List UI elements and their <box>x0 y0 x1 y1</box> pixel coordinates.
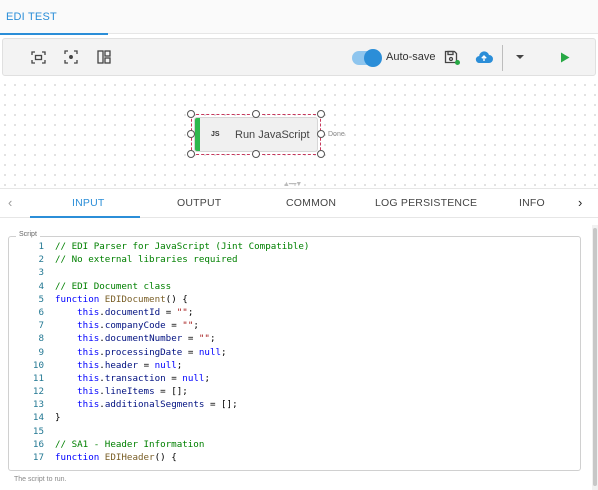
save-icon[interactable] <box>442 48 460 66</box>
tab-edi-test[interactable]: EDI TEST <box>0 0 108 35</box>
code-line: 7 this.companyCode = ""; <box>12 319 577 332</box>
run-icon[interactable] <box>556 48 574 66</box>
code-text: this.header = null; <box>77 359 183 371</box>
line-number: 4 <box>38 280 44 292</box>
autosave-label: Auto-save <box>386 51 436 63</box>
code-text: } <box>55 412 61 424</box>
line-number: 1 <box>38 241 44 252</box>
resize-handle-bottom-left[interactable] <box>187 150 195 158</box>
layout-icon[interactable] <box>95 48 113 66</box>
script-field-hint: The script to run. <box>14 476 67 483</box>
resize-handle-left[interactable] <box>187 130 195 138</box>
code-text: // EDI Document class <box>55 280 172 292</box>
code-text: function EDIDocument() { <box>55 293 188 305</box>
code-line: 10 this.header = null; <box>12 359 577 372</box>
node-status-bar <box>195 118 200 151</box>
toolbar-divider <box>502 45 503 71</box>
chevron-down-icon[interactable] <box>511 48 529 66</box>
code-text: // SA1 - Header Information <box>55 438 205 450</box>
code-text: this.documentNumber = ""; <box>77 333 216 345</box>
saved-status-dot <box>455 60 460 65</box>
code-line: 12 this.lineItems = []; <box>12 385 577 398</box>
line-number: 8 <box>38 333 44 345</box>
autosave-toggle[interactable] <box>352 49 382 67</box>
chevron-right-icon[interactable]: › <box>578 195 583 210</box>
tab-common[interactable]: COMMON <box>286 197 337 209</box>
tab-output[interactable]: OUTPUT <box>177 197 222 209</box>
zoom-to-fit-icon[interactable] <box>29 48 47 66</box>
script-field-frame <box>8 236 581 471</box>
line-number: 9 <box>38 346 44 358</box>
active-tab-indicator <box>30 216 140 218</box>
fit-selection-icon[interactable] <box>62 48 80 66</box>
code-line: 6 this.documentId = ""; <box>12 306 577 319</box>
line-number: 5 <box>38 293 44 305</box>
tab-input[interactable]: INPUT <box>72 197 105 209</box>
panel-resize-grip[interactable]: ▲━━▼ <box>283 181 302 188</box>
line-number: 6 <box>38 306 44 318</box>
code-line: 11 this.transaction = null; <box>12 372 577 385</box>
line-number: 16 <box>32 438 44 450</box>
js-badge-icon: JS <box>211 131 220 138</box>
chevron-left-icon[interactable]: ‹ <box>8 195 13 210</box>
code-line: 5 function EDIDocument() { <box>12 293 577 306</box>
resize-handle-bottom-right[interactable] <box>317 150 325 158</box>
line-number: 17 <box>32 452 44 463</box>
code-text: this.transaction = null; <box>77 372 210 384</box>
line-number: 3 <box>38 267 44 279</box>
resize-handle-bottom[interactable] <box>252 150 260 158</box>
resize-handle-top-left[interactable] <box>187 110 195 118</box>
code-line: 14} <box>12 411 577 424</box>
activity-node-run-javascript[interactable]: JS Run JavaScript <box>194 117 318 152</box>
outcome-port-done[interactable] <box>317 130 325 138</box>
resize-handle-top-right[interactable] <box>317 110 325 118</box>
script-field-label: Script <box>16 231 40 238</box>
code-line: 8 this.documentNumber = ""; <box>12 332 577 345</box>
workflow-tab-bar: EDI TEST <box>0 0 598 35</box>
tab-log-persistence[interactable]: LOG PERSISTENCE <box>375 197 478 209</box>
line-number: 14 <box>32 412 44 424</box>
script-code-editor[interactable]: 1 // EDI Parser for JavaScript (Jint Comp… <box>12 240 577 468</box>
code-line: 16 // SA1 - Header Information <box>12 438 577 451</box>
property-panel-tabs: ‹ INPUT OUTPUT COMMON LOG PERSISTENCE IN… <box>0 188 598 218</box>
tab-info[interactable]: INFO <box>519 197 545 209</box>
code-line: 13 this.additionalSegments = []; <box>12 398 577 411</box>
code-text: this.companyCode = ""; <box>77 320 199 332</box>
node-title: Run JavaScript <box>235 129 310 141</box>
code-text: this.lineItems = []; <box>77 386 188 398</box>
line-number: 10 <box>32 359 44 371</box>
code-text: function EDIHeader() { <box>55 452 177 463</box>
line-number: 13 <box>32 399 44 411</box>
code-text: this.processingDate = null; <box>77 346 227 358</box>
panel-scrollbar-thumb[interactable] <box>593 228 597 486</box>
line-number: 11 <box>32 372 44 384</box>
toggle-knob <box>364 49 382 67</box>
code-line: 15 <box>12 425 577 438</box>
code-line: 17 function EDIHeader() { <box>12 451 577 464</box>
code-text: // No external libraries required <box>55 254 238 266</box>
code-line: 9 this.processingDate = null; <box>12 346 577 359</box>
code-line: 4 // EDI Document class <box>12 280 577 293</box>
code-text: this.documentId = ""; <box>77 306 194 318</box>
code-text: this.additionalSegments = []; <box>77 399 238 411</box>
code-line: 2 // No external libraries required <box>12 253 577 266</box>
outcome-label-done: Done <box>328 131 345 138</box>
line-number: 2 <box>38 254 44 266</box>
upload-cloud-icon[interactable] <box>475 48 493 66</box>
line-number: 7 <box>38 320 44 332</box>
resize-handle-top[interactable] <box>252 110 260 118</box>
code-line: 3 <box>12 266 577 279</box>
code-text: // EDI Parser for JavaScript (Jint Compa… <box>55 241 310 252</box>
line-number: 12 <box>32 386 44 398</box>
code-line: 1 // EDI Parser for JavaScript (Jint Comp… <box>12 240 577 253</box>
designer-toolbar: Auto-save <box>2 38 596 76</box>
line-number: 15 <box>32 425 44 437</box>
